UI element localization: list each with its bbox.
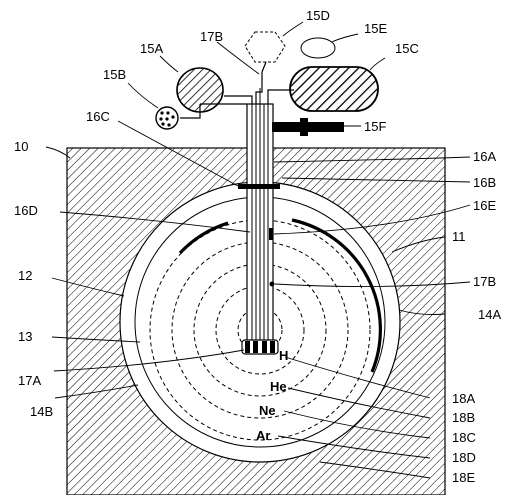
label-17a: 17A	[18, 373, 41, 388]
label-15e: 15E	[364, 21, 387, 36]
element-he: He	[270, 379, 287, 394]
packer-band	[238, 184, 280, 189]
element-ar: Ar	[256, 428, 270, 443]
label-13: 13	[18, 329, 32, 344]
label-11: 11	[452, 229, 466, 244]
liner-arc-left	[178, 221, 229, 255]
hexagon-15d	[244, 31, 286, 63]
label-10: 10	[14, 139, 28, 154]
label-15c: 15C	[395, 41, 419, 56]
bottom-assembly	[241, 339, 279, 355]
element-ne: Ne	[259, 403, 276, 418]
label-15b: 15B	[103, 67, 126, 82]
label-12: 12	[18, 268, 32, 283]
label-16b: 16B	[473, 175, 496, 190]
label-18d: 18D	[452, 450, 476, 465]
label-16c: 16C	[86, 109, 110, 124]
label-16e: 16E	[473, 198, 496, 213]
label-17b-top: 17B	[200, 29, 223, 44]
label-15a: 15A	[140, 41, 163, 56]
wellbore	[246, 88, 274, 351]
label-16a: 16A	[473, 149, 496, 164]
reference-labels: 10 11 12 13 14A 14B 15A 15B 15C 15D 15E …	[14, 8, 501, 485]
label-16d: 16D	[14, 203, 38, 218]
leader-lines	[45, 21, 471, 479]
tank-15c	[289, 66, 379, 112]
sensor-dot	[269, 281, 275, 287]
label-18b: 18B	[452, 410, 475, 425]
seal-16e	[269, 228, 273, 240]
ellipse-15e	[300, 37, 336, 59]
vessel-15b	[155, 106, 179, 130]
valve-bar-15f	[272, 118, 344, 136]
vessel-15a	[176, 67, 224, 113]
label-15d: 15D	[306, 8, 330, 23]
label-18c: 18C	[452, 430, 476, 445]
label-18e: 18E	[452, 470, 475, 485]
label-14b: 14B	[30, 404, 53, 419]
label-14a: 14A	[478, 307, 501, 322]
liner-arc-right	[291, 218, 382, 373]
label-17b-right: 17B	[473, 274, 496, 289]
element-labels: H He Ne Ar	[256, 348, 288, 443]
element-h: H	[279, 348, 288, 363]
label-18a: 18A	[452, 391, 475, 406]
label-15f: 15F	[364, 119, 386, 134]
